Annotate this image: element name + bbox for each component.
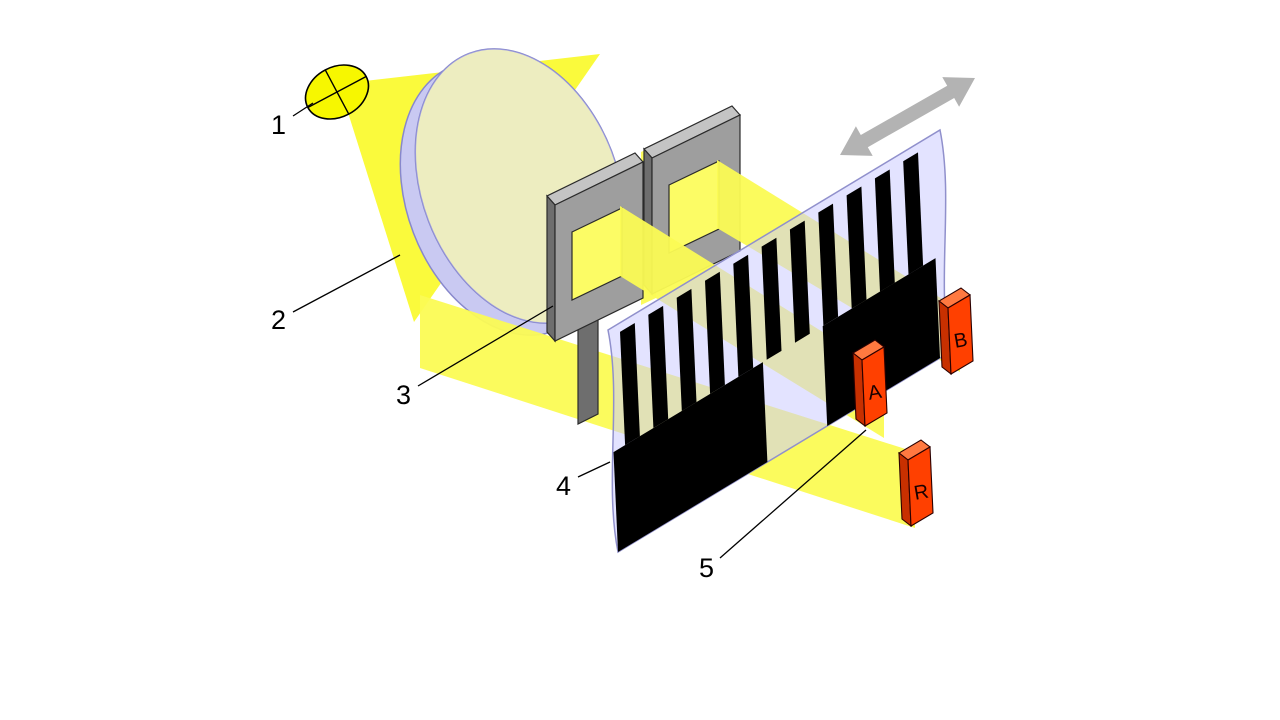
- light-source-lamp: [304, 64, 370, 120]
- callout-line-3: [417, 305, 554, 387]
- scale-reference-track-right: [822, 258, 940, 426]
- motion-double-arrow-icon: [840, 77, 975, 156]
- lamp-cross-vertical: [324, 69, 350, 115]
- detector-r-front-face: [907, 446, 934, 527]
- callout-4-scale: 4: [556, 471, 571, 501]
- scale-stripe: [620, 323, 640, 446]
- callout-line-1: [292, 102, 314, 117]
- scale-stripe: [705, 271, 725, 394]
- scale-stripe: [818, 203, 839, 326]
- scale-stripe: [846, 186, 867, 309]
- detector-b-label: B: [952, 329, 969, 353]
- scale-stripe: [903, 152, 924, 275]
- scale-stripe: [789, 220, 810, 343]
- scale-stripe: [874, 169, 895, 292]
- callout-line-2: [292, 254, 401, 313]
- detector-r-label: R: [912, 481, 930, 505]
- scale-graduations: [613, 152, 940, 552]
- callout-labels: 1 2 3 4 5: [271, 110, 714, 583]
- detector-b: B: [938, 287, 974, 376]
- callout-3-mask: 3: [396, 380, 411, 410]
- callout-2-lens: 2: [271, 305, 286, 335]
- scale-stripe: [676, 288, 697, 411]
- scale-reference-track-left: [613, 362, 768, 552]
- scale-stripe: [761, 237, 782, 360]
- scale-stripe: [733, 254, 754, 377]
- detector-a-front-face: [861, 346, 888, 427]
- scale-stripe: [648, 305, 669, 428]
- callout-line-4: [577, 461, 611, 478]
- detector-r: R: [898, 439, 934, 528]
- mask-left-side-face: [546, 194, 556, 343]
- detector-a: A: [852, 339, 888, 428]
- callout-5-detector: 5: [699, 553, 714, 583]
- callout-line-5: [719, 429, 867, 559]
- detector-b-front-face: [947, 294, 974, 375]
- callout-1-light-source: 1: [271, 110, 286, 140]
- callout-lines: [292, 102, 867, 559]
- detector-a-label: A: [866, 381, 884, 405]
